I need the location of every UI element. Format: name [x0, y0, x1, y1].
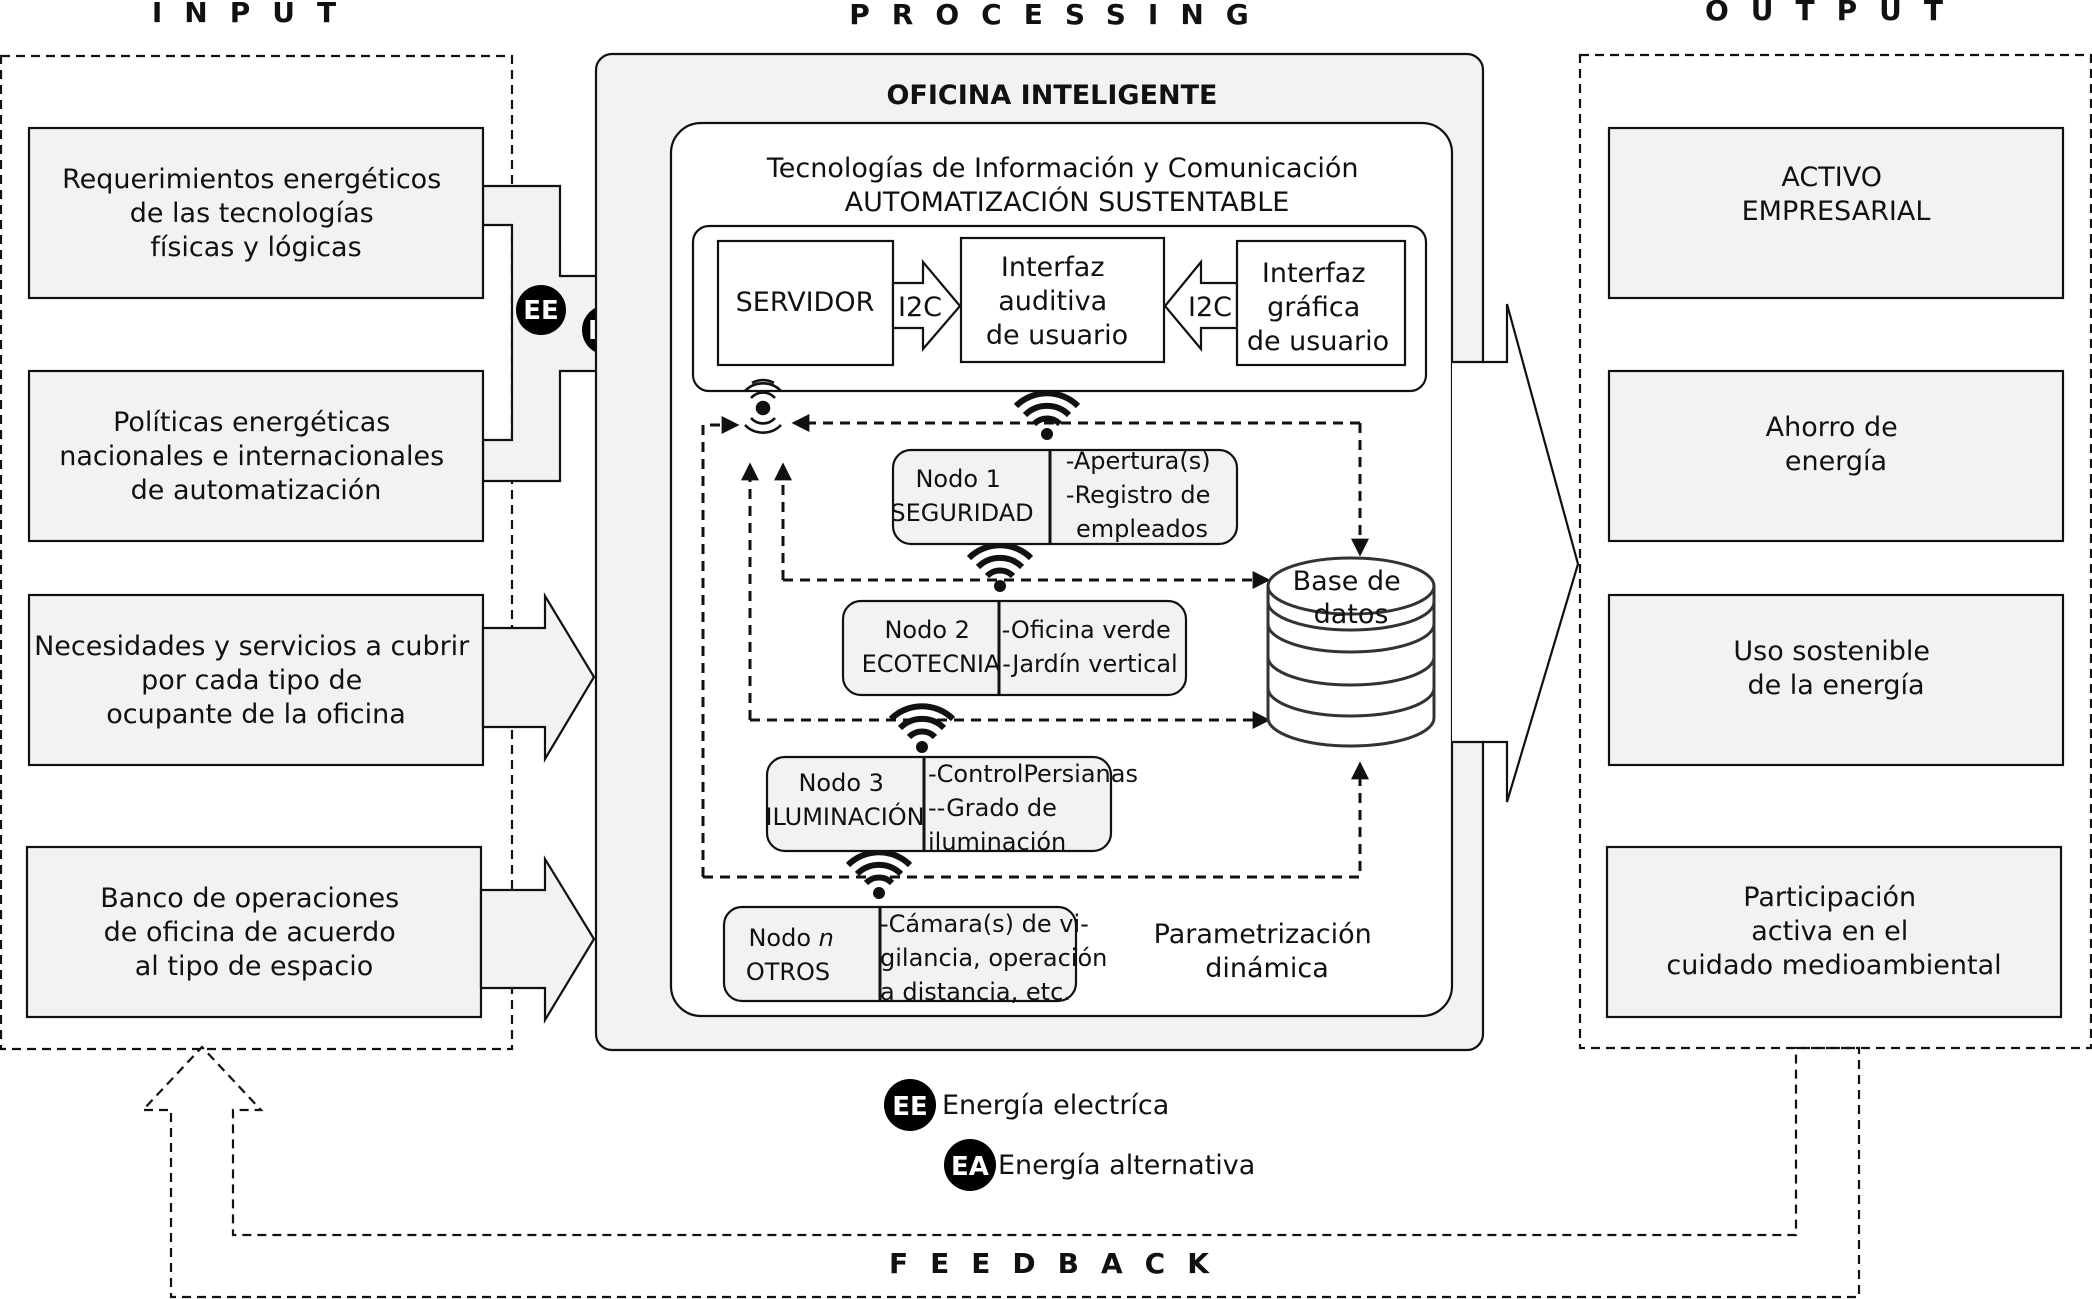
input-box-4: Banco de operaciones de oficina de acuer… [25, 845, 483, 1019]
output-container [1578, 53, 2092, 1050]
svg-text:SERVIDOR: SERVIDOR [736, 287, 875, 318]
svg-text:Interfaz gráfica d: Interfaz gráfica de usuario [1247, 258, 1389, 357]
audio-interface-box: Interfaz auditiva de usuario [959, 236, 1166, 364]
servidor-box: SERVIDOR [716, 239, 895, 367]
input-box-1: Requerimientos energéticos de las tecnol… [27, 126, 485, 300]
legend-ea: EA Energía alternativa [944, 1139, 1255, 1191]
svg-text:Nodo 3 ILUMINACIÓN: Nodo 3 ILUMINACIÓN [765, 769, 924, 831]
output-box-2: Ahorro de energía [1607, 369, 2065, 543]
input-container [0, 54, 514, 1051]
svg-text:Nodo 2 ECOTECNIA: Nodo 2 ECOTECNIA [862, 616, 1001, 678]
wifi-icon [966, 542, 1034, 592]
wifi-icon [845, 849, 913, 899]
graphic-interface-box: Interfaz gráfica de usuario [1235, 239, 1407, 367]
svg-text:ACTIVO EMPRESARIAL: ACTIVO EMPRESARIAL [1742, 162, 1931, 227]
node-3-iluminacion: Nodo 3 ILUMINACIÓN -ControlPersianas --G… [765, 755, 1146, 856]
svg-text:-Cámara(s) de vi- gilanc: -Cámara(s) de vi- gilancia, operación a … [880, 910, 1115, 1006]
svg-text:Necesidades y servicios a cubr: Necesidades y servicios a cubrir por cad… [34, 631, 478, 730]
processing-title: OFICINA INTELIGENTE [886, 80, 1217, 111]
database-icon: Base de datos [1266, 556, 1436, 748]
wifi-icon [888, 703, 956, 753]
svg-text:Participación activa en: Participación activa en el cuidado medio… [1666, 882, 2001, 981]
i2c-arrow-right [891, 258, 962, 352]
svg-text:EE: EE [523, 296, 559, 326]
input-4-arrow [479, 855, 596, 1024]
input-3-arrow [481, 592, 596, 763]
svg-text:EE: EE [892, 1092, 928, 1122]
svg-text:Energía alternativa: Energía alternativa [998, 1150, 1255, 1181]
input-box-2: Políticas energéticas nacionales e inter… [27, 369, 485, 543]
svg-text:Interfaz auditiva: Interfaz auditiva de usuario [986, 252, 1128, 351]
svg-text:Nodo n OTROS: Nodo n OTROS [746, 924, 842, 986]
svg-text:Banco de operaciones de: Banco de operaciones de oficina de acuer… [100, 883, 408, 982]
feedback-arrow [140, 1045, 1861, 1299]
node-1-seguridad: Nodo 1 SEGURIDAD -Apertura(s) -Registro … [890, 447, 1239, 546]
svg-text:Base de datos: Base de datos [1293, 566, 1410, 630]
node-n-otros: Nodo n OTROS -Cámara(s) de vi- gilancia,… [722, 905, 1115, 1006]
link-outer-top [701, 416, 740, 877]
antenna-icon [744, 378, 782, 434]
svg-text:Nodo 1 SEGURIDAD: Nodo 1 SEGURIDAD [890, 465, 1033, 527]
i2c-arrow-left [1163, 258, 1239, 353]
feedback-header: FEEDBACK [889, 1247, 1231, 1280]
output-box-4: Participación activa en el cuidado medio… [1605, 845, 2063, 1019]
svg-text:Políticas energéticas na: Políticas energéticas nacionales e inter… [59, 407, 453, 506]
ee-badge: EE [516, 285, 566, 335]
output-box-1: ACTIVO EMPRESARIAL [1607, 126, 2065, 300]
svg-text:-Apertura(s) -Registro d: -Apertura(s) -Registro de empleados [1066, 447, 1218, 543]
svg-text:-Oficina verde -Jardín v: -Oficina verde -Jardín vertical [1002, 616, 1179, 678]
svg-text:Requerimientos energéticos: Requerimientos energéticos de las tecnol… [62, 164, 450, 263]
processing-output-arrow [1452, 303, 1580, 803]
svg-text:EA: EA [951, 1152, 989, 1182]
legend-ee: EE Energía electríca [884, 1079, 1169, 1131]
link-bottom [703, 761, 1369, 879]
input-header: INPUT [152, 0, 358, 29]
output-header: OUTPUT [1705, 0, 1965, 27]
i2c-label-left: I2C [898, 292, 942, 323]
svg-text:Energía electríca: Energía electríca [942, 1090, 1169, 1121]
svg-text:Uso sostenible de la ene: Uso sostenible de la energía [1733, 636, 1938, 701]
input-box-3: Necesidades y servicios a cubrir por cad… [27, 593, 485, 767]
parametrization-label: Parametrización dinámica [1154, 919, 1381, 984]
svg-text:-ControlPersianas --Grad: -ControlPersianas --Grado de iluminación [928, 760, 1146, 856]
processing-header: PROCESSING [849, 0, 1270, 31]
node-2-ecotecnia: Nodo 2 ECOTECNIA -Oficina verde -Jardín … [841, 599, 1188, 697]
output-box-3: Uso sostenible de la energía [1607, 593, 2065, 767]
i2c-label-right: I2C [1188, 292, 1232, 323]
svg-text:Ahorro de energía: Ahorro de energía [1766, 412, 1907, 477]
wifi-icon [1013, 390, 1081, 440]
ict-subtitle: Tecnologías de Información y Comunicació… [766, 153, 1367, 218]
